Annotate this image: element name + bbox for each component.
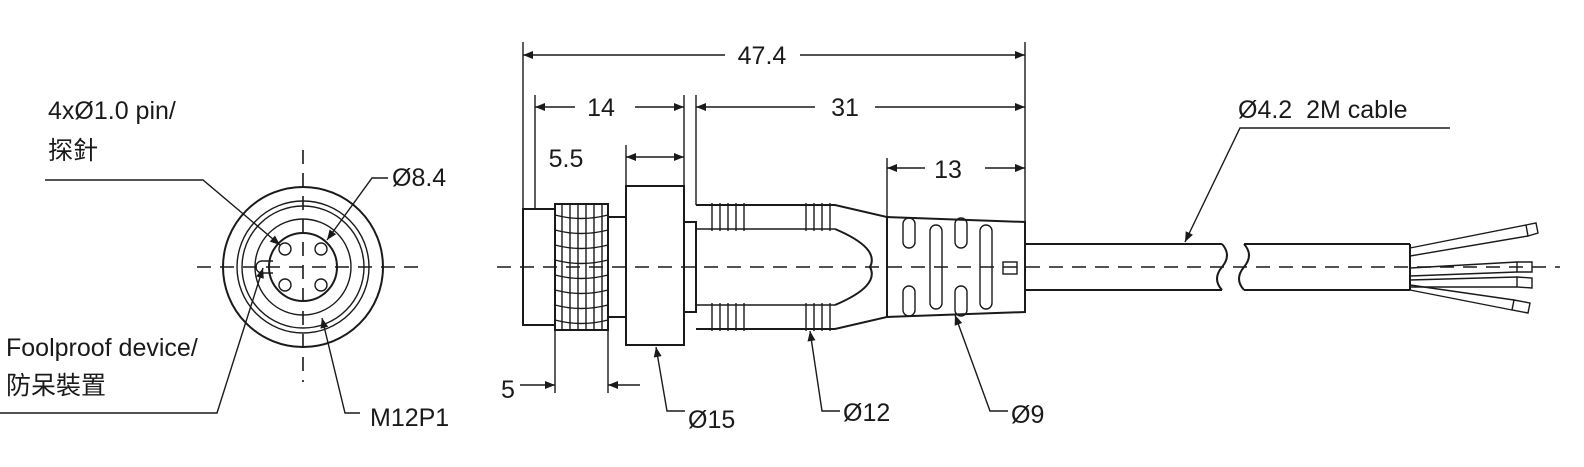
cable-boot: [886, 216, 1026, 318]
dim-front-length: 5: [501, 376, 515, 404]
grip-curve: [834, 228, 873, 306]
hex-nut: [625, 185, 685, 346]
foolproof-leader: [0, 267, 264, 414]
diameter-12-label: Ø12: [843, 399, 890, 427]
side-leaders: [653, 127, 1450, 412]
cable: [1025, 243, 1411, 291]
front-view: [197, 150, 418, 382]
cable-break-left: [1216, 243, 1228, 291]
dim-body-length: 31: [831, 94, 859, 122]
front-ring-3: [241, 205, 365, 329]
foolproof-label-line2: 防呆裝置: [6, 372, 106, 400]
thread-spec-label: M12P1: [370, 404, 449, 432]
dimension-lines: [520, 42, 1026, 393]
dim-nut-width: 5.5: [549, 145, 584, 173]
diameter-8-4-label: Ø8.4: [392, 164, 446, 192]
dia-8-4-leader: [326, 177, 388, 241]
front-ring-2: [236, 200, 370, 334]
front-leaders: [0, 177, 388, 414]
diameter-15-label: Ø15: [688, 406, 735, 434]
diameter-9-label: Ø9: [1011, 401, 1044, 429]
pin-1: [278, 242, 292, 256]
front-ring-4: [254, 218, 352, 316]
dim-overall-length: 47.4: [738, 42, 787, 70]
foolproof-label-line1: Foolproof device/: [6, 334, 198, 362]
dia-12-leader: [807, 330, 840, 412]
thread-crests: [554, 204, 609, 330]
front-insert: [268, 232, 338, 302]
cable-label: Ø4.2 2M cable: [1238, 96, 1408, 124]
pin-label-line2: 探針: [48, 137, 98, 165]
side-view: [497, 185, 1560, 346]
wires: [1409, 222, 1539, 314]
dia-9-leader: [954, 314, 1008, 412]
upper-grip: [696, 203, 888, 331]
dim-boot-length: 13: [934, 156, 962, 184]
pin-2: [314, 242, 328, 256]
dia-15-leader: [653, 346, 685, 412]
cable-break-right: [1238, 243, 1250, 291]
pin-3: [278, 278, 292, 292]
pin-4: [314, 278, 328, 292]
m12-leader: [320, 317, 360, 414]
front-outer-ring: [222, 186, 384, 348]
spacer: [683, 221, 697, 313]
pin-label-line1: 4xØ1.0 pin/: [48, 97, 176, 125]
dim-threaded-length: 14: [587, 94, 615, 122]
pin-leader: [45, 179, 281, 246]
cable-leader: [1184, 127, 1450, 243]
